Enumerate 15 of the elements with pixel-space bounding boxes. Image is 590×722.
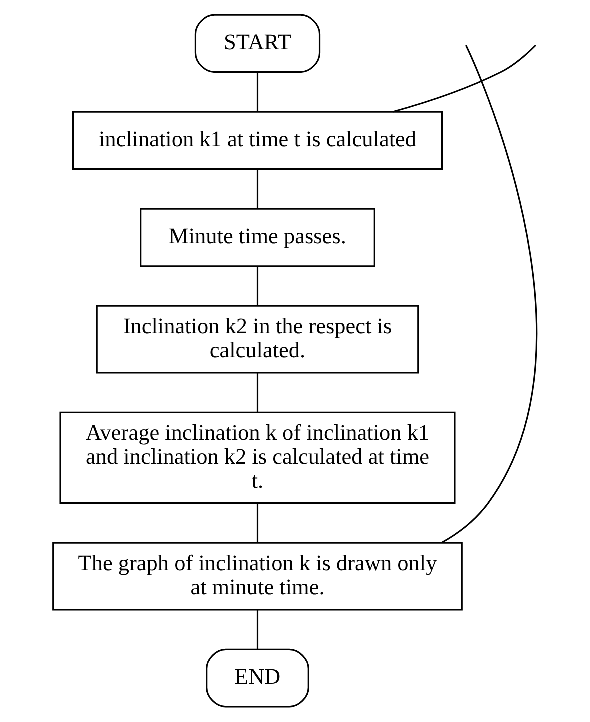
connector xyxy=(256,266,258,306)
connector xyxy=(256,504,258,543)
node-box: Inclination k2 in the respect is calculated. xyxy=(96,305,419,374)
node-box: START xyxy=(194,14,320,74)
connector xyxy=(256,373,258,412)
connector xyxy=(256,610,258,650)
node-box: END xyxy=(206,648,309,708)
connector xyxy=(256,72,258,112)
connector xyxy=(256,169,258,209)
node-box: The graph of inclination k is drawn only at minute time. xyxy=(52,542,462,611)
connector xyxy=(392,44,536,113)
connector xyxy=(440,45,537,544)
node-box: Average inclination k of inclination k1 and inclination k2 is calculated at time t. xyxy=(59,412,456,504)
node-box: inclination k1 at time t is calculated xyxy=(72,111,443,170)
node-box: Minute time passes. xyxy=(140,208,375,268)
